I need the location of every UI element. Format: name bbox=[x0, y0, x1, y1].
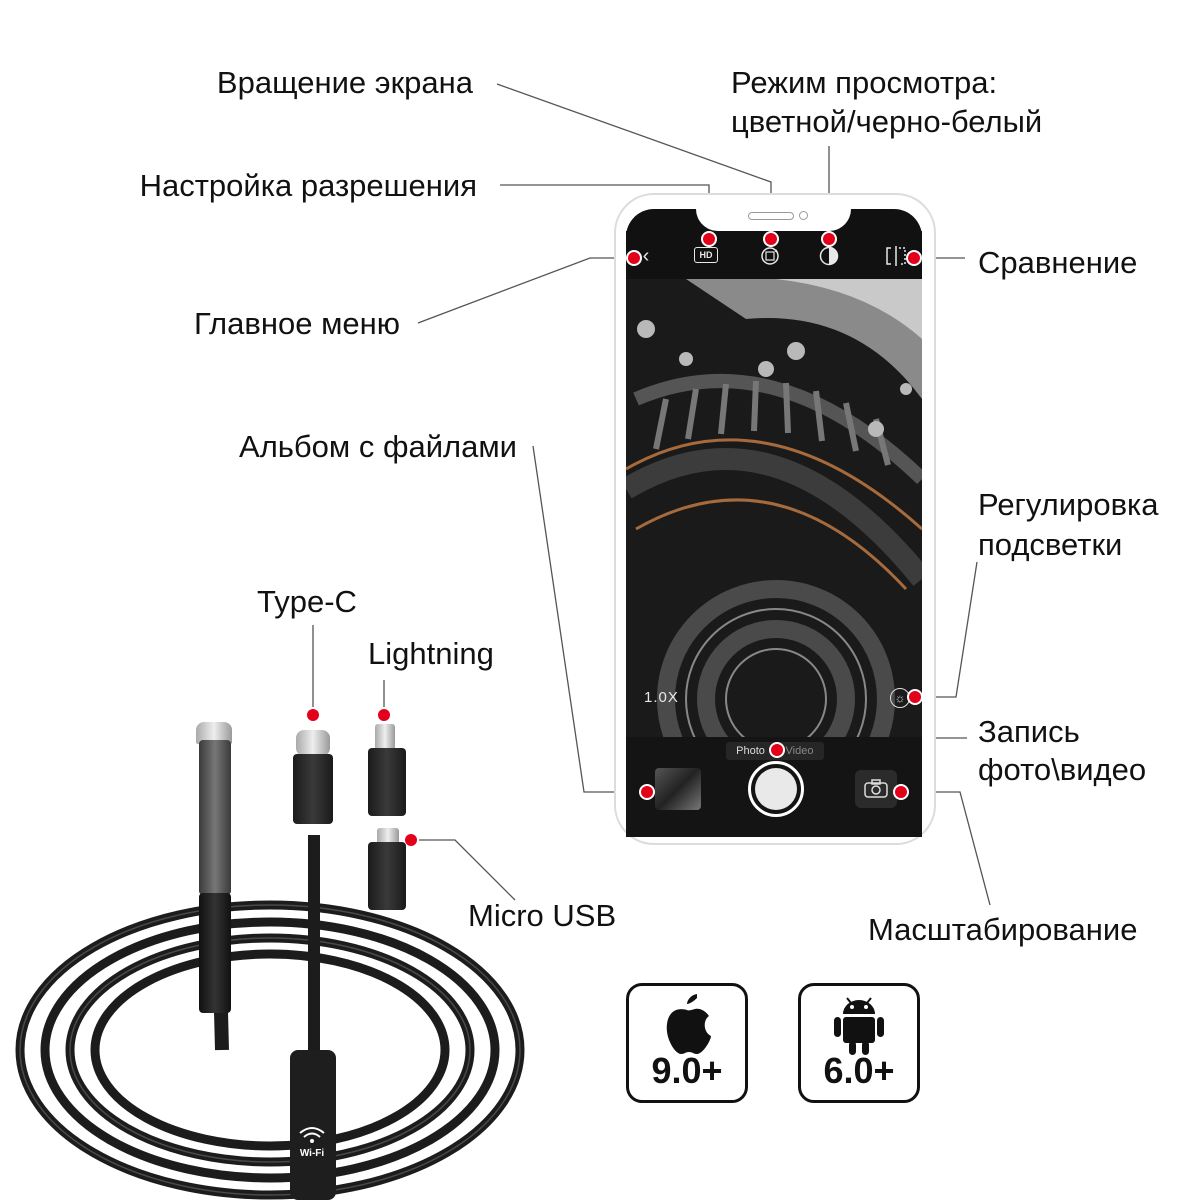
marker-type-c bbox=[307, 709, 319, 721]
marker-lightning bbox=[378, 709, 390, 721]
probe-body bbox=[199, 740, 231, 895]
contrast-icon[interactable] bbox=[818, 245, 840, 267]
apple-icon bbox=[629, 992, 745, 1063]
android-version: 6.0+ bbox=[823, 1050, 895, 1091]
marker-album bbox=[641, 786, 653, 798]
label-resolution: Настройка разрешения bbox=[139, 168, 477, 203]
label-light-2: подсветки bbox=[978, 527, 1123, 562]
android-badge: 6.0+ bbox=[798, 983, 920, 1103]
label-view-mode-2: цветной/черно-белый bbox=[731, 104, 1043, 139]
engine-image bbox=[626, 279, 922, 737]
label-record-1: Запись bbox=[978, 714, 1080, 749]
mode-video[interactable]: Video bbox=[785, 745, 814, 757]
line-main-menu bbox=[417, 257, 634, 324]
label-view-mode-1: Режим просмотра: bbox=[731, 65, 998, 100]
marker-view-mode bbox=[823, 233, 835, 245]
wifi-icon: Wi-Fi bbox=[297, 1125, 327, 1159]
marker-main-menu bbox=[628, 252, 640, 264]
label-record-2: фото\видео bbox=[978, 752, 1147, 787]
marker-resolution bbox=[703, 233, 715, 245]
label-type-c: Type-C bbox=[257, 584, 357, 619]
album-thumbnail[interactable] bbox=[655, 768, 701, 810]
phone-speaker bbox=[748, 212, 794, 220]
label-lightning: Lightning bbox=[368, 636, 494, 671]
line-micro-usb bbox=[411, 839, 516, 901]
label-micro-usb: Micro USB bbox=[468, 898, 617, 933]
marker-compare bbox=[908, 252, 920, 264]
probe-grip bbox=[199, 893, 231, 1013]
probe-tip bbox=[196, 722, 232, 744]
type-c-body bbox=[293, 754, 333, 824]
marker-rotation bbox=[765, 233, 777, 245]
camera-flip-icon[interactable] bbox=[855, 770, 897, 808]
chevron-left-icon[interactable]: ‹ bbox=[642, 244, 650, 267]
marker-zoom bbox=[895, 786, 907, 798]
wifi-label: Wi-Fi bbox=[299, 1148, 325, 1159]
android-icon bbox=[801, 992, 917, 1063]
camera-viewfinder bbox=[626, 279, 922, 737]
ios-badge: 9.0+ bbox=[626, 983, 748, 1103]
label-zoom: Масштабирование bbox=[868, 912, 1138, 947]
shutter-button[interactable] bbox=[748, 761, 804, 817]
label-rotation: Вращение экрана bbox=[216, 65, 473, 100]
label-compare: Сравнение bbox=[978, 245, 1138, 280]
micro-usb-plug bbox=[377, 828, 399, 844]
rotate-icon[interactable] bbox=[759, 245, 781, 267]
micro-usb-adapter bbox=[368, 842, 406, 910]
lightning-adapter bbox=[368, 748, 406, 816]
type-c-plug bbox=[296, 730, 330, 756]
hd-resolution-button[interactable]: HD bbox=[694, 247, 718, 263]
zoom-level[interactable]: 1.0X bbox=[644, 689, 679, 706]
cable-coil bbox=[15, 819, 525, 1200]
label-main-menu: Главное меню bbox=[194, 306, 400, 341]
brightness-icon[interactable]: ☼ bbox=[890, 688, 910, 708]
label-album: Альбом с файлами bbox=[239, 429, 517, 464]
marker-record bbox=[771, 744, 783, 756]
marker-light bbox=[909, 691, 921, 703]
lightning-plug bbox=[375, 724, 395, 750]
mode-photo[interactable]: Photo bbox=[736, 745, 765, 757]
compare-icon[interactable] bbox=[885, 246, 907, 266]
label-light-1: Регулировка bbox=[978, 487, 1159, 522]
ios-version: 9.0+ bbox=[651, 1050, 723, 1091]
phone-front-camera bbox=[799, 211, 808, 220]
marker-micro-usb bbox=[405, 834, 417, 846]
